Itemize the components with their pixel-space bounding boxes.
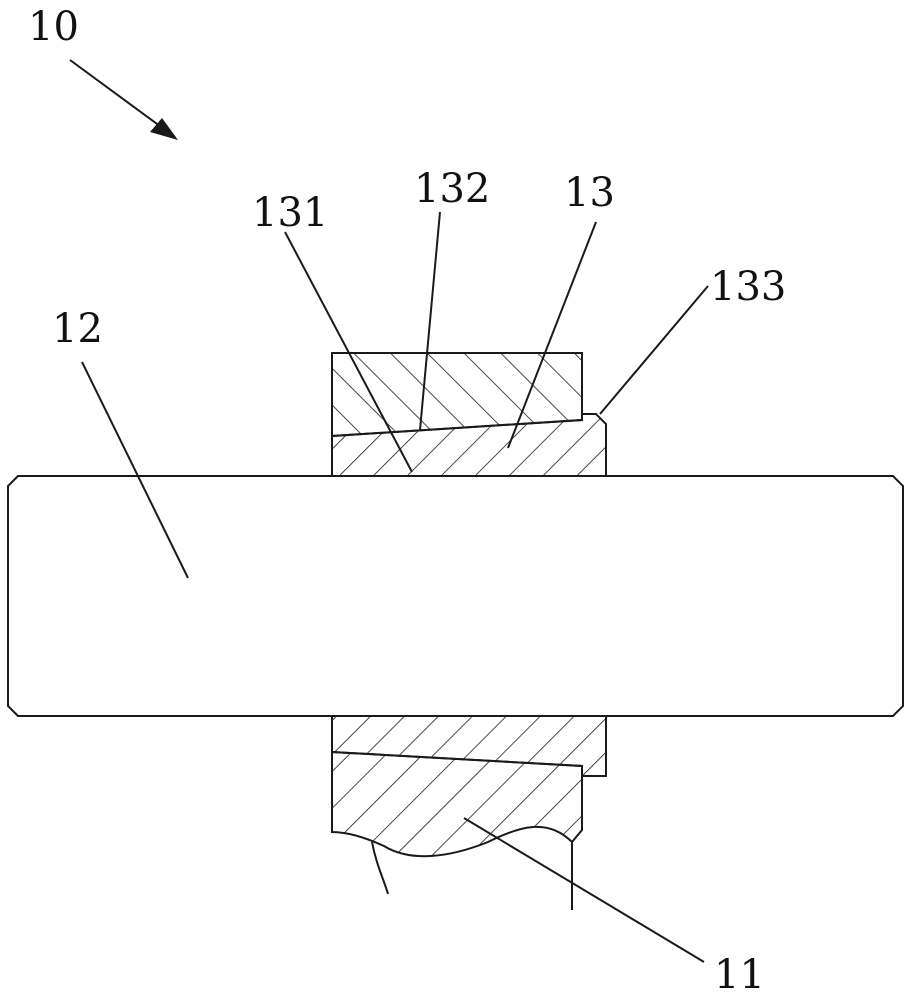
assembly-pointer — [70, 60, 178, 140]
label-12: 12 — [52, 306, 103, 352]
label-131: 131 — [252, 190, 328, 236]
label-13: 13 — [564, 170, 615, 216]
label-10: 10 — [28, 4, 79, 50]
label-133: 133 — [710, 264, 786, 310]
leader-11 — [464, 818, 704, 962]
shaft — [8, 476, 903, 716]
label-11: 11 — [714, 952, 765, 998]
label-132: 132 — [414, 166, 490, 212]
leader-133 — [600, 286, 708, 414]
